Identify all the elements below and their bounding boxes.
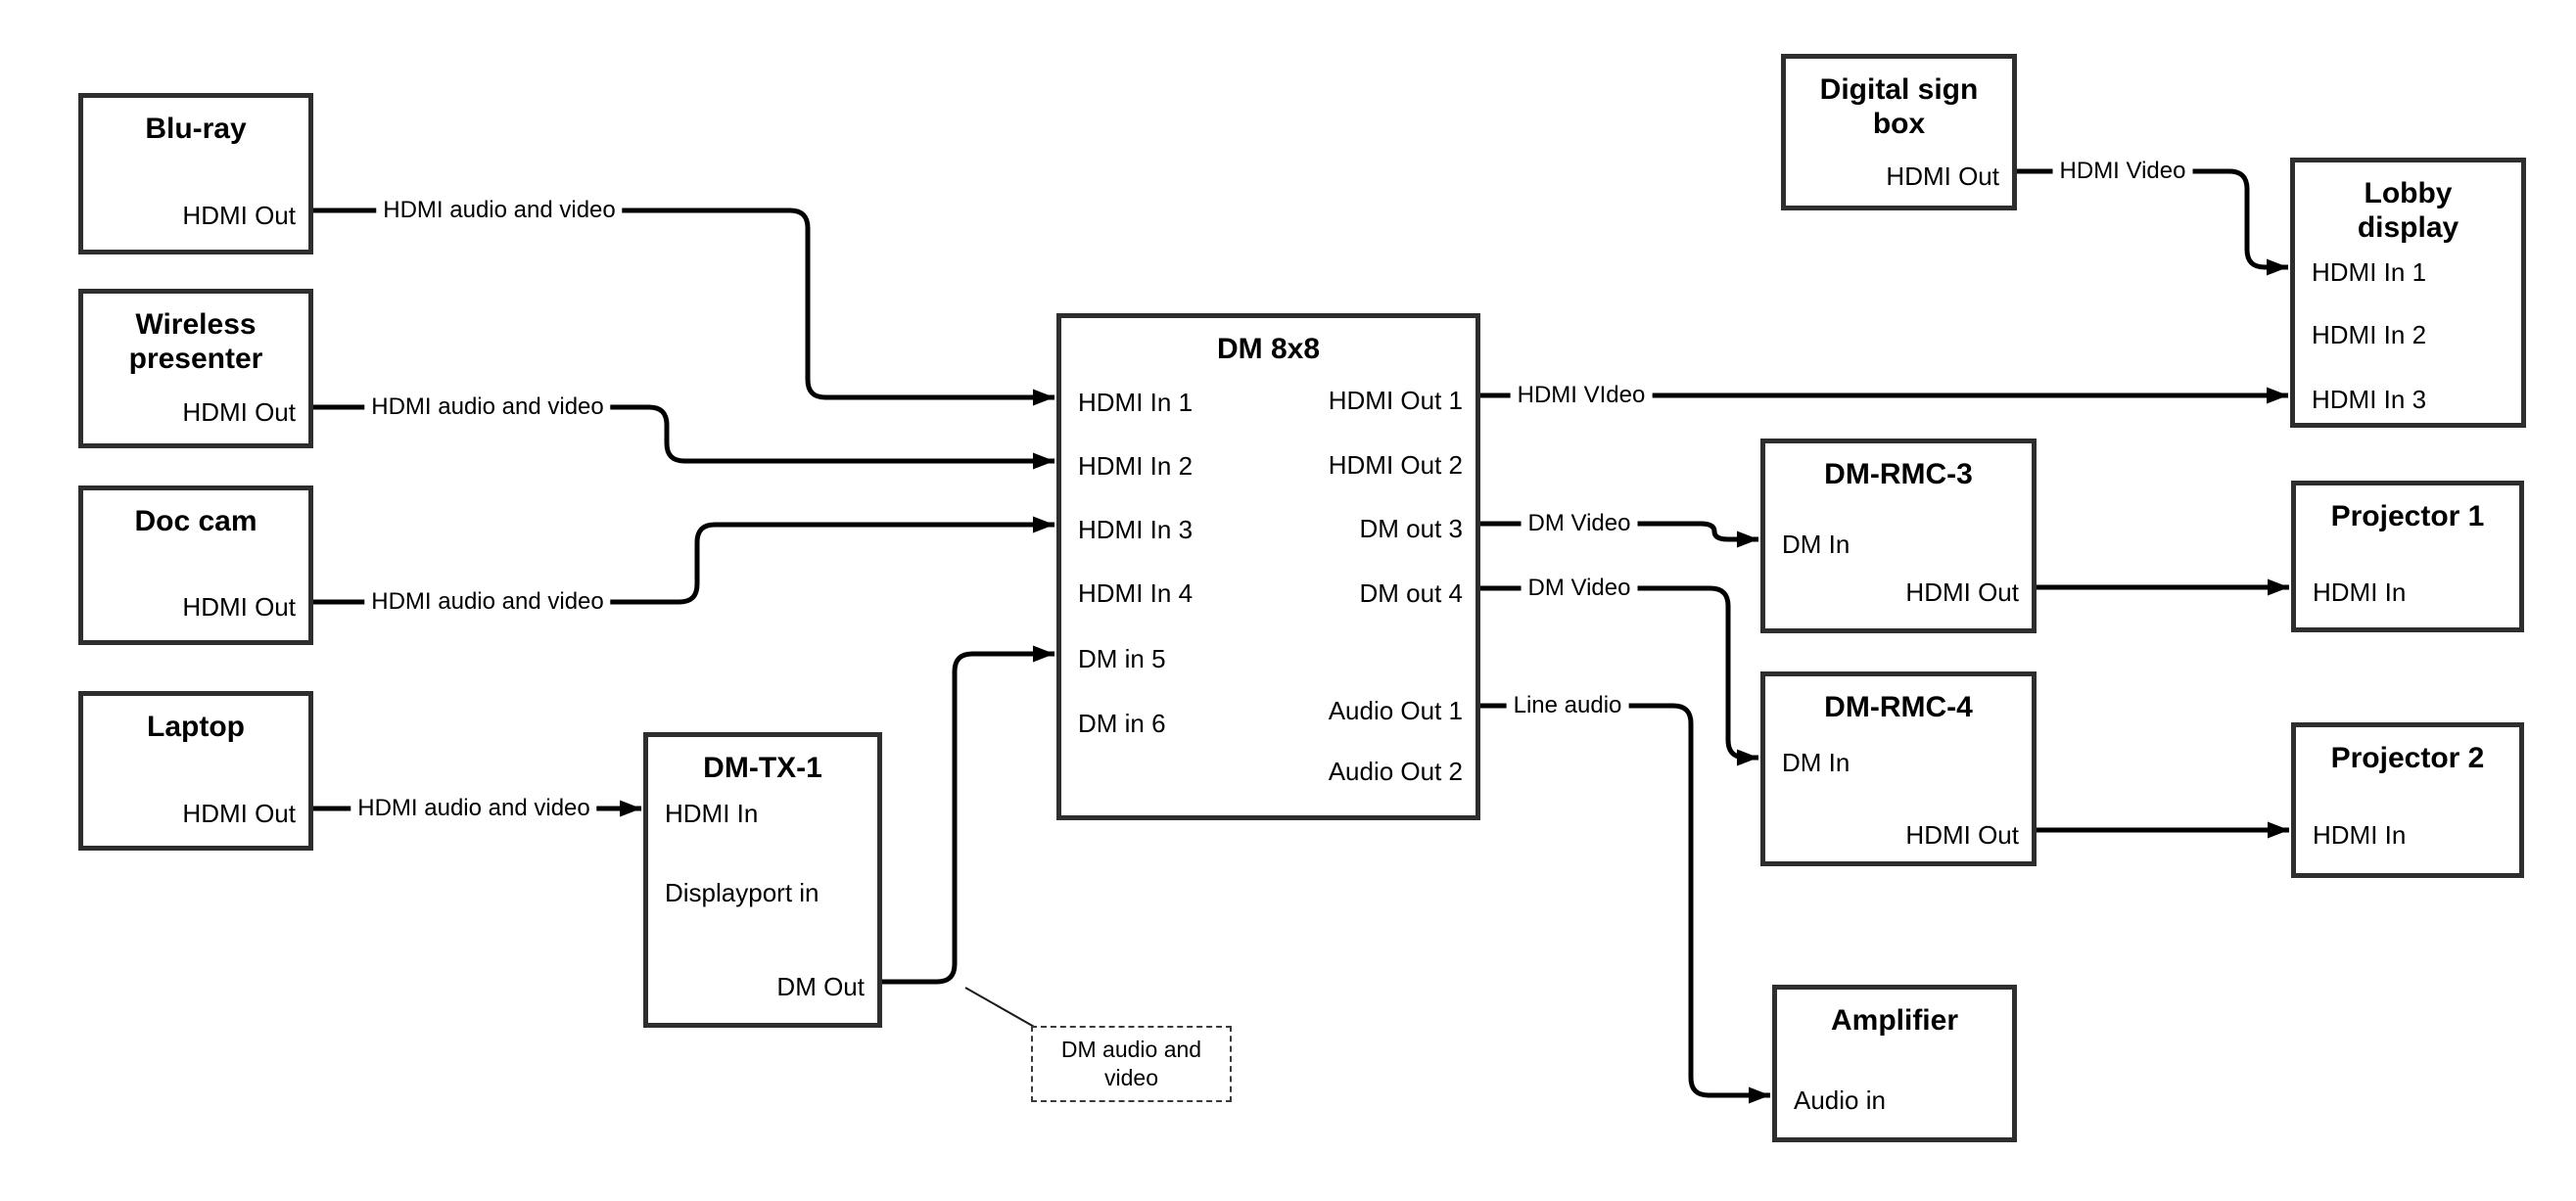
wire-dm8x8-dm-out-4-to-rmc4-dm-in (1480, 585, 1758, 766)
node-projector-1: Projector 1 HDMI In (2291, 481, 2524, 632)
port-dm8x8-dm-in-6: DM in 6 (1078, 709, 1166, 738)
node-title: Doc cam (134, 505, 258, 537)
node-wireless-presenter: Wireless presenter HDMI Out (78, 289, 313, 448)
port-dm8x8-hdmi-out-2: HDMI Out 2 (1328, 450, 1463, 480)
wire-label-bluray-hdmi-av: HDMI audio and video (376, 196, 623, 225)
port-dm8x8-audio-out-1: Audio Out 1 (1328, 696, 1463, 725)
node-doc-cam: Doc cam HDMI Out (78, 485, 313, 645)
node-title: Digital sign box (1819, 73, 1979, 141)
port-dm8x8-dm-out-3: DM out 3 (1359, 514, 1464, 543)
port-dm8x8-hdmi-in-4: HDMI In 4 (1078, 578, 1194, 608)
node-title: DM-RMC-4 (1824, 691, 1973, 723)
node-title: Projector 2 (2330, 742, 2485, 774)
node-digital-sign-box: Digital sign box HDMI Out (1781, 54, 2017, 210)
annotation-text: DM audio and video (1060, 1037, 1202, 1090)
node-title: DM 8x8 (1216, 333, 1321, 365)
wire-label-out4-dm-video: DM Video (1521, 574, 1638, 603)
port-dm8x8-dm-in-5: DM in 5 (1078, 644, 1166, 673)
wire-wireless-to-dm8x8-hdmi-in-2 (312, 404, 1054, 470)
node-projector-2: Projector 2 HDMI In (2291, 722, 2524, 878)
port-dmtx1-hdmi-in: HDMI In (665, 799, 759, 828)
node-title: DM-TX-1 (703, 752, 822, 784)
node-lobby-display: Lobby display HDMI In 1 HDMI In 2 HDMI I… (2290, 158, 2526, 428)
wire-label-wireless-hdmi-av: HDMI audio and video (364, 393, 611, 422)
port-dmtx1-dm-out: DM Out (776, 972, 865, 1001)
port-sign-hdmi-out: HDMI Out (1886, 162, 1999, 191)
node-bluray: Blu-ray HDMI Out (78, 93, 313, 254)
port-projector1-hdmi-in: HDMI In (2313, 577, 2407, 607)
wire-dm8x8-audio-out-1-to-amplifier (1480, 703, 1770, 1104)
port-rmc4-hdmi-out: HDMI Out (1905, 820, 2019, 850)
port-rmc3-hdmi-out: HDMI Out (1905, 577, 2019, 607)
port-dmtx1-displayport-in: Displayport in (665, 878, 820, 907)
port-rmc3-dm-in: DM In (1782, 530, 1850, 559)
wire-label-laptop-hdmi-av: HDMI audio and video (351, 794, 597, 823)
annotation-leader-line (964, 987, 1037, 1029)
node-dm-8x8: DM 8x8 HDMI In 1 HDMI In 2 HDMI In 3 HDM… (1056, 313, 1480, 820)
node-title: Laptop (147, 711, 245, 743)
port-dm8x8-dm-out-4: DM out 4 (1359, 578, 1464, 608)
port-lobby-hdmi-in-1: HDMI In 1 (2312, 257, 2427, 287)
port-projector2-hdmi-in: HDMI In (2313, 820, 2407, 850)
annotation-dm-audio-video: DM audio and video (1031, 1026, 1232, 1102)
port-laptop-hdmi-out: HDMI Out (182, 799, 296, 828)
wire-sign-to-lobby-hdmi-in-1 (2017, 168, 2288, 276)
node-title: Wireless presenter (128, 308, 263, 376)
wire-label-out3-dm-video: DM Video (1521, 509, 1638, 538)
port-dm8x8-hdmi-in-2: HDMI In 2 (1078, 451, 1194, 481)
wire-label-sign-hdmi-video: HDMI Video (2052, 157, 2193, 186)
node-amplifier: Amplifier Audio in (1772, 985, 2017, 1142)
port-doccam-hdmi-out: HDMI Out (182, 592, 296, 622)
wire-dm8x8-dm-out-3-to-rmc3-dm-in (1480, 521, 1758, 548)
node-dm-tx-1: DM-TX-1 HDMI In Displayport in DM Out (643, 732, 882, 1028)
wire-label-out1-hdmi-video: HDMI VIdeo (1510, 381, 1653, 410)
wire-doccam-to-dm8x8-hdmi-in-3 (312, 516, 1054, 605)
wire-dmtx1-to-dm8x8-dm-in-5 (882, 645, 1054, 985)
port-bluray-hdmi-out: HDMI Out (182, 201, 296, 230)
node-title: Projector 1 (2330, 500, 2485, 532)
port-wireless-hdmi-out: HDMI Out (182, 397, 296, 427)
wire-label-doccam-hdmi-av: HDMI audio and video (364, 587, 611, 617)
node-title: Lobby display (2357, 177, 2459, 245)
node-title: Amplifier (1830, 1004, 1959, 1037)
node-laptop: Laptop HDMI Out (78, 691, 313, 851)
node-title: Blu-ray (145, 113, 247, 145)
port-lobby-hdmi-in-2: HDMI In 2 (2312, 320, 2427, 349)
node-dm-rmc-4: DM-RMC-4 DM In HDMI Out (1760, 671, 2037, 866)
port-rmc4-dm-in: DM In (1782, 748, 1850, 777)
port-amplifier-audio-in: Audio in (1794, 1086, 1886, 1115)
node-title: DM-RMC-3 (1824, 458, 1973, 490)
port-dm8x8-audio-out-2: Audio Out 2 (1328, 757, 1463, 786)
port-dm8x8-hdmi-in-3: HDMI In 3 (1078, 515, 1194, 544)
node-dm-rmc-3: DM-RMC-3 DM In HDMI Out (1760, 439, 2037, 633)
wire-bluray-to-dm8x8-hdmi-in-1 (312, 208, 1054, 406)
port-dm8x8-hdmi-in-1: HDMI In 1 (1078, 388, 1194, 417)
wire-label-line-audio: Line audio (1506, 691, 1629, 720)
port-lobby-hdmi-in-3: HDMI In 3 (2312, 385, 2427, 414)
port-dm8x8-hdmi-out-1: HDMI Out 1 (1328, 386, 1463, 415)
